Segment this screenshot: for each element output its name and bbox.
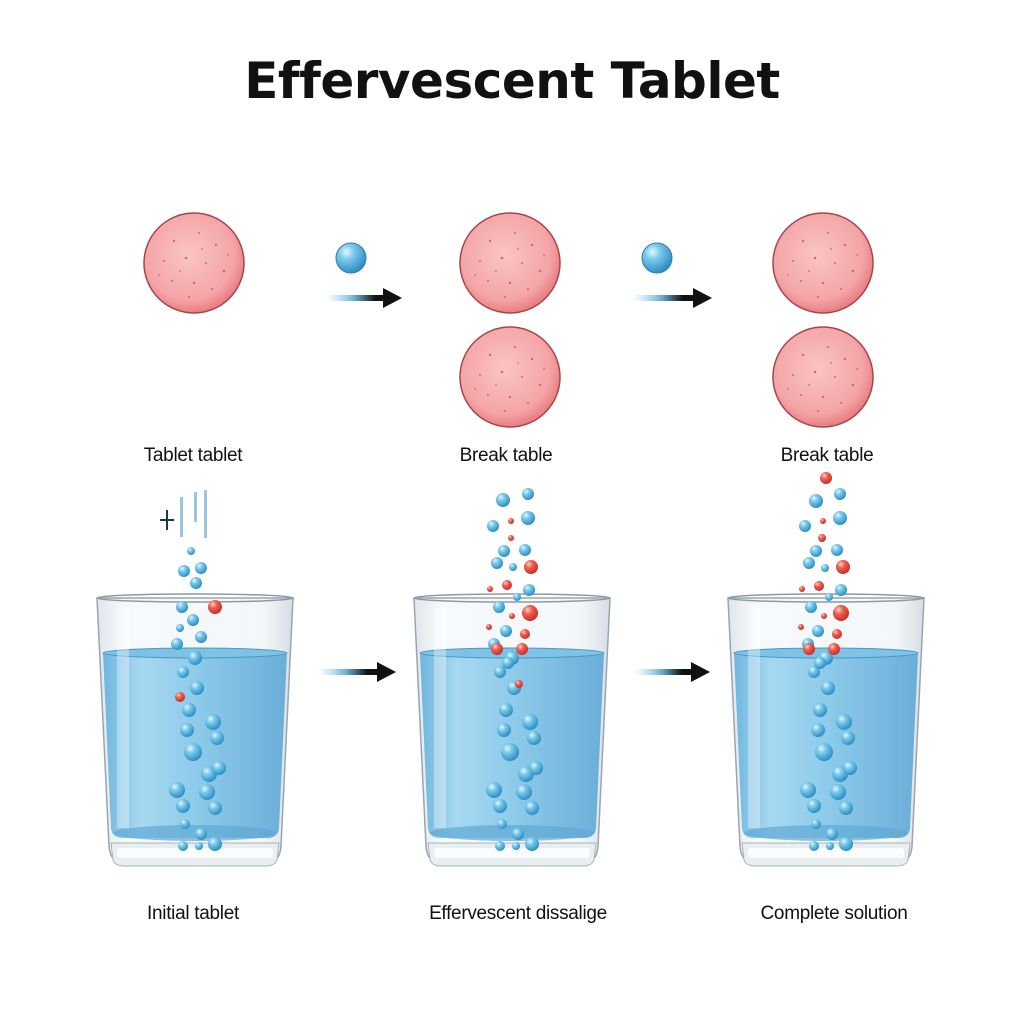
label-break-1: Break table [459, 445, 553, 466]
label-initial-tablet: Initial tablet [147, 903, 239, 924]
plus-icon [160, 510, 174, 530]
tablet-fragment-icon [459, 212, 561, 314]
label-complete-solution: Complete solution [760, 903, 908, 924]
water-droplet-icon [335, 242, 367, 274]
glass-complete [727, 472, 925, 867]
tablet-fragment-icon [459, 326, 561, 428]
diagram-title: Effervescent Tablet [244, 52, 780, 110]
label-tablet: Tablet tablet [143, 445, 243, 466]
label-break-2: Break table [780, 445, 874, 466]
arrow-right-icon [634, 662, 710, 682]
arrow-right-icon [632, 288, 712, 308]
label-effervescent: Effervescent dissalige [429, 903, 607, 924]
tablet-fragment-icon [772, 212, 874, 314]
glass-effervescent [413, 488, 611, 867]
arrow-right-icon [326, 288, 402, 308]
tablet-whole-icon [143, 212, 245, 314]
tablet-fragment-icon [772, 326, 874, 428]
water-droplet-icon [641, 242, 673, 274]
glass-initial [96, 490, 294, 867]
arrow-right-icon [318, 662, 396, 682]
falling-streak-icon [180, 497, 183, 537]
